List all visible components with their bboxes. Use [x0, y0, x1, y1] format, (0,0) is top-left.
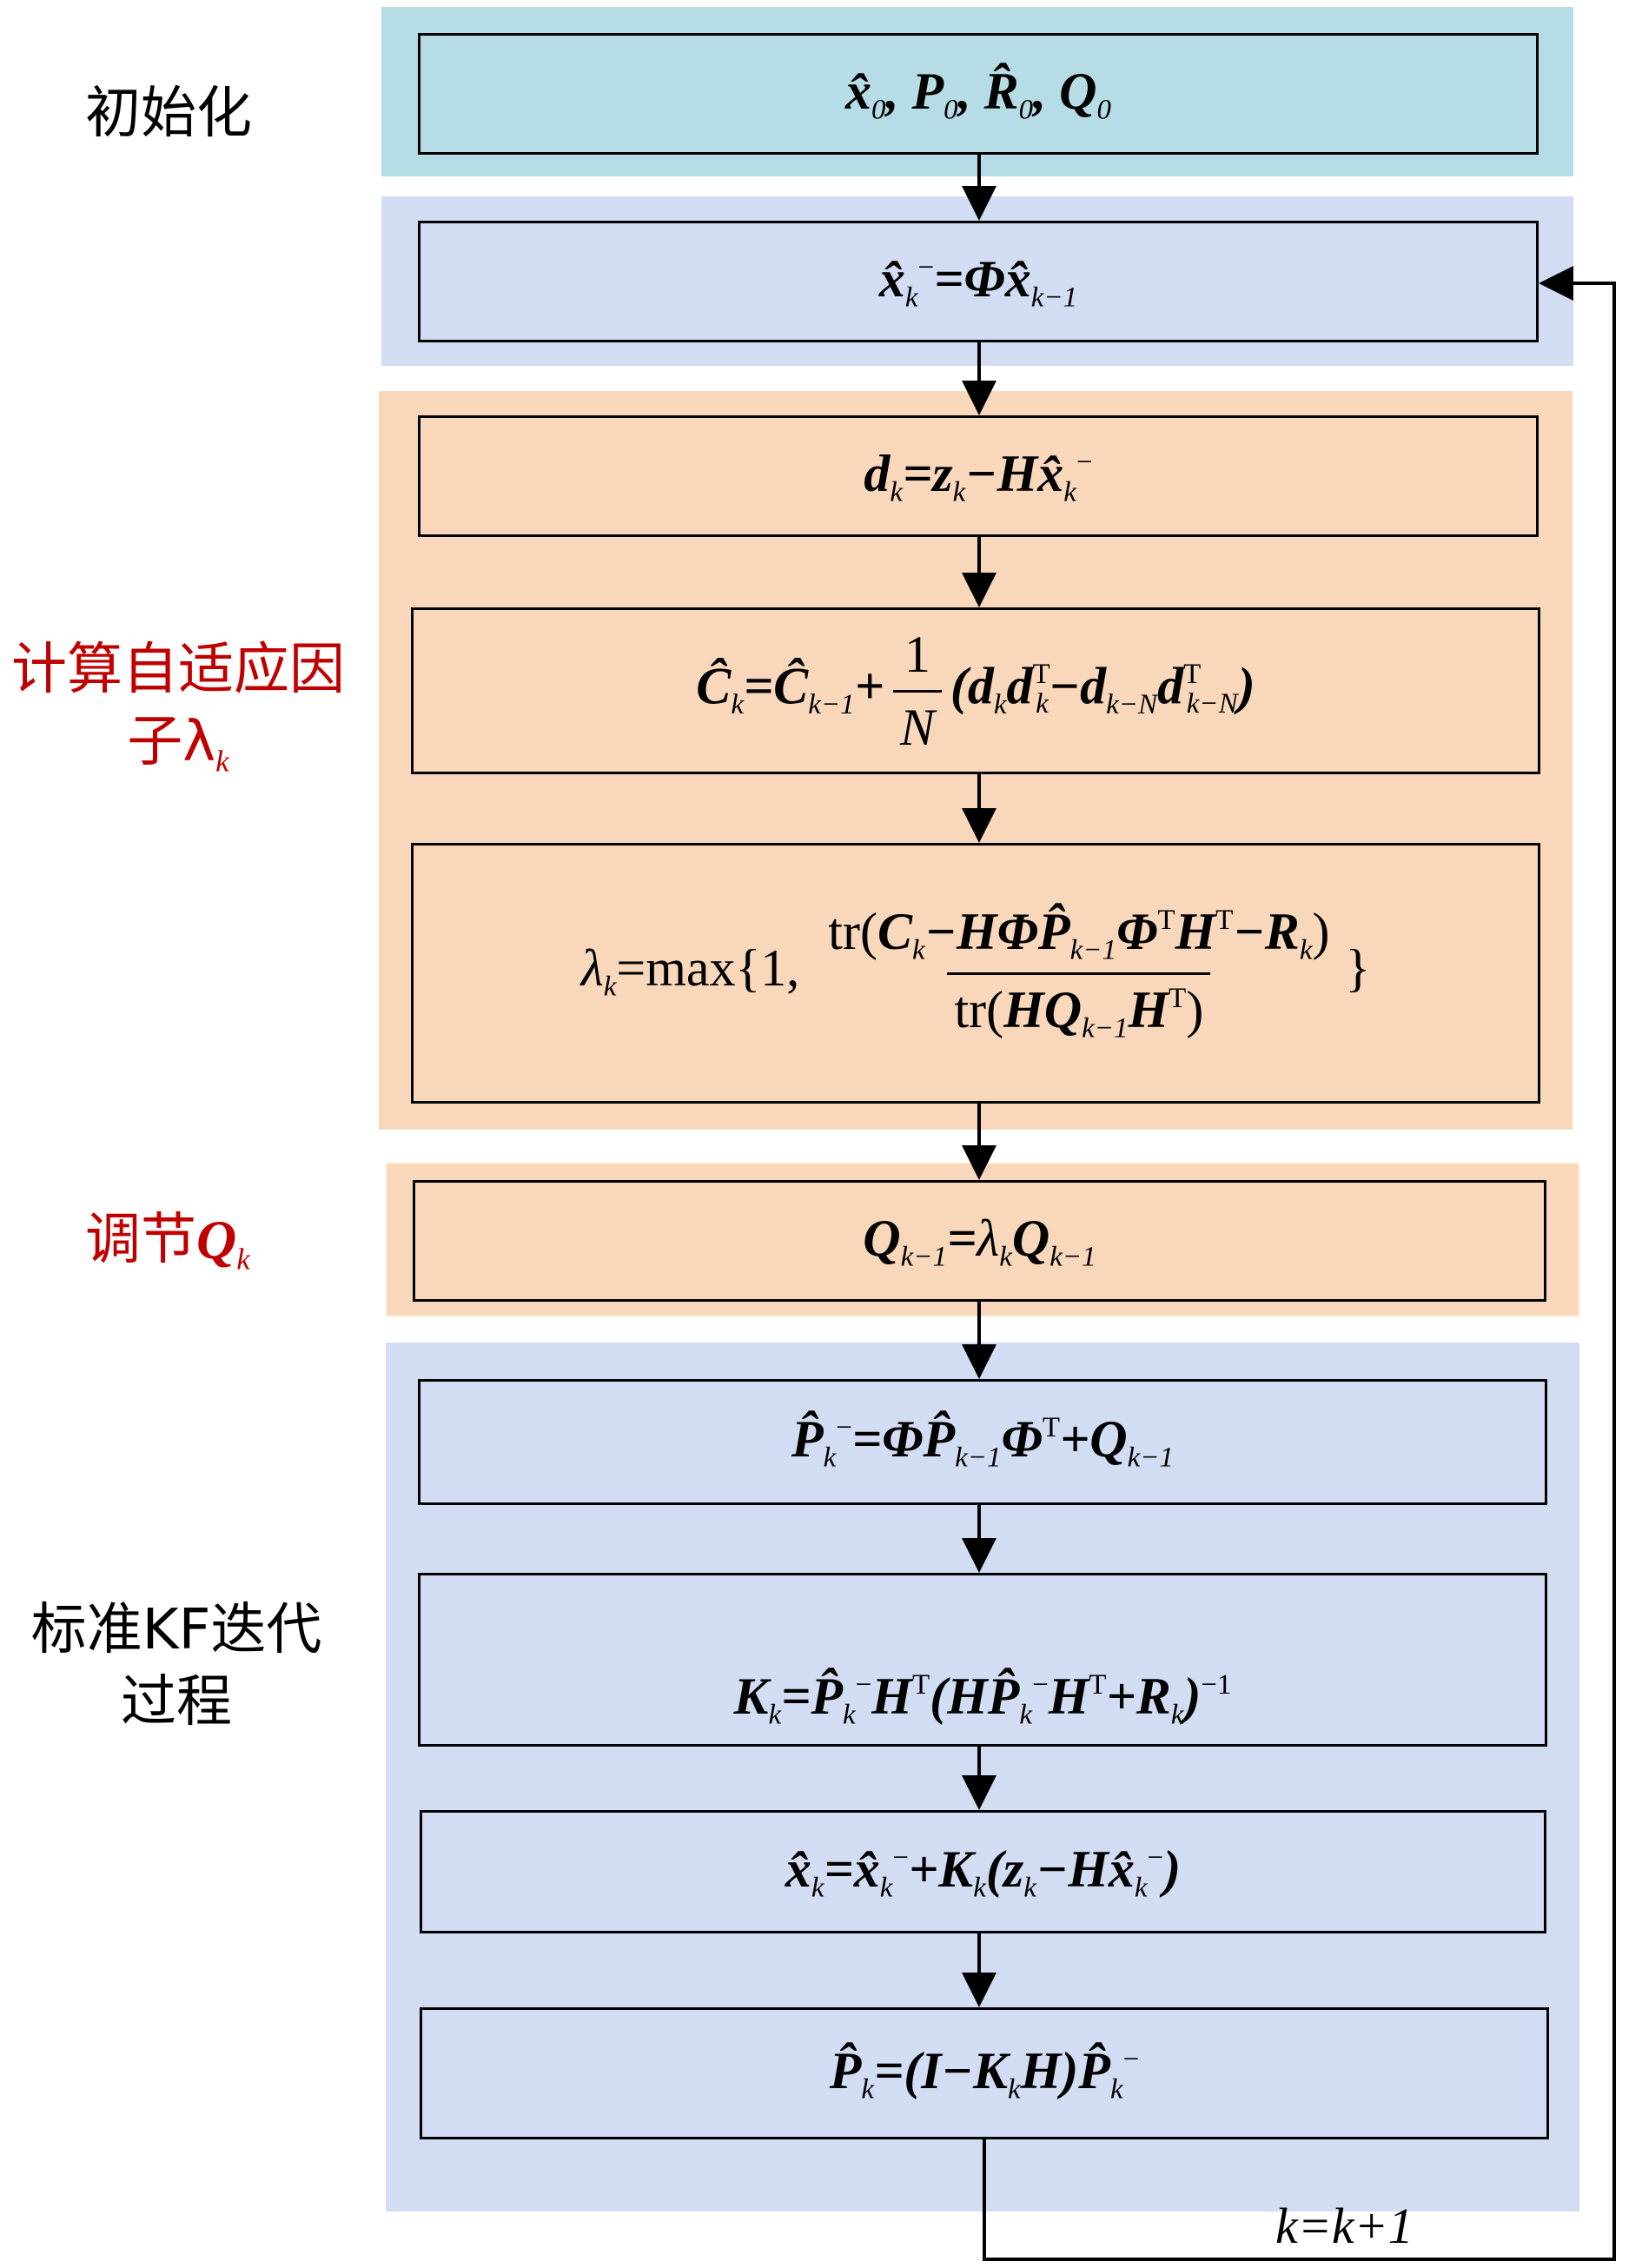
adaptive-label-line1: 计算自适应因 [11, 638, 345, 702]
init-box: x̂0, P0, R̂0, Q0 [418, 33, 1539, 155]
init-formula: x̂0, P0, R̂0, Q0 [844, 62, 1112, 126]
update-cov-formula: P̂k=(I−KkH)P̂k− [829, 2041, 1140, 2106]
adaptive-label-line2: 子λk [127, 710, 229, 779]
predict-cov-formula: P̂k−=ΦP̂k−1ΦT+Qk−1 [791, 1410, 1174, 1474]
adjust-label: 调节Qk [85, 1208, 250, 1277]
update-state-formula: x̂k=x̂k−+Kk(zk−Hx̂k−) [785, 1840, 1182, 1904]
init-label: 初始化 [85, 82, 252, 146]
update-state-box: x̂k=x̂k−+Kk(zk−Hx̂k−) [420, 1810, 1546, 1933]
innovation-box: dk=zk−Hx̂k− [418, 415, 1539, 537]
predict-cov-box: P̂k−=ΦP̂k−1ΦT+Qk−1 [418, 1379, 1547, 1505]
lambda-box: λk=max{1, tr(Ck−HΦP̂k−1ΦTHT−Rk)tr(HQk−1H… [411, 843, 1540, 1104]
adaptive-label: 计算自适应因 子λk [4, 634, 352, 781]
predict-state-formula: x̂k−=Φx̂k−1 [878, 249, 1078, 314]
lambda-formula: λk=max{1, tr(Ck−HΦP̂k−1ΦTHT−Rk)tr(HQk−1H… [580, 902, 1371, 1044]
gain-box: Kk=P̂k−HT(HP̂k−HT+Rk)−1 [418, 1573, 1547, 1747]
gain-formula: Kk=P̂k−HT(HP̂k−HT+Rk)−1 [733, 1667, 1232, 1731]
loop-label: k=k+1 [1275, 2198, 1414, 2254]
adjust-q-formula: Qk−1=λkQk−1 [863, 1209, 1096, 1273]
update-cov-box: P̂k=(I−KkH)P̂k− [420, 2007, 1549, 2139]
adjust-q-box: Qk−1=λkQk−1 [413, 1180, 1546, 1302]
kf-label-line1: 标准KF迭代 [30, 1598, 322, 1662]
kf-label-line2: 过程 [121, 1670, 232, 1735]
kf-label: 标准KF迭代 过程 [16, 1595, 337, 1739]
innovation-formula: dk=zk−Hx̂k− [864, 444, 1093, 508]
predict-state-box: x̂k−=Φx̂k−1 [418, 221, 1539, 342]
